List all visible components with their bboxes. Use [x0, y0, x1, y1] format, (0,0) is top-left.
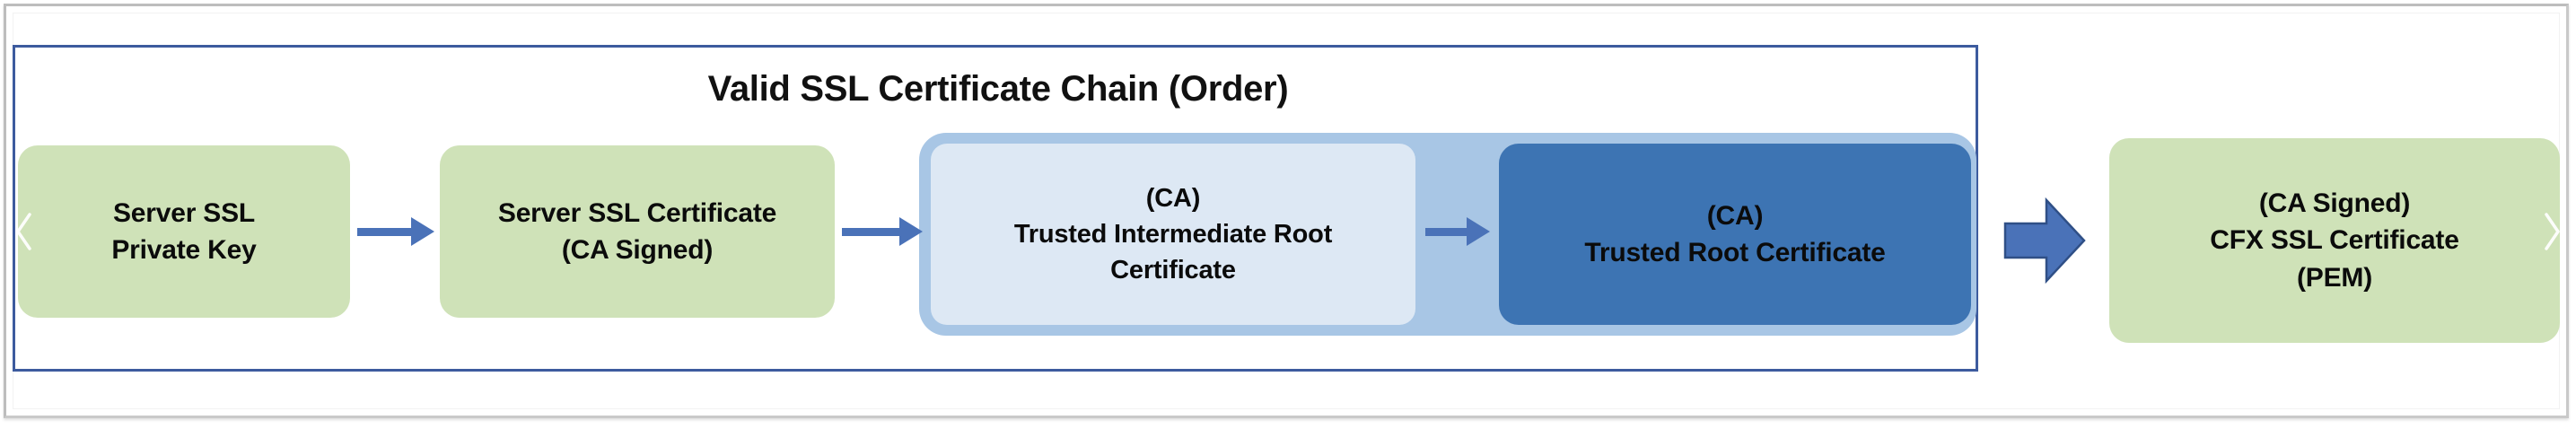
connector-arrow-1-shaft	[357, 228, 413, 236]
node-label-line: (CA)	[1706, 200, 1764, 231]
node-trusted-intermediate-root-certificate[interactable]: (CA) Trusted Intermediate Root Certifica…	[931, 144, 1415, 325]
node-server-ssl-private-key[interactable]: Server SSL Private Key	[18, 145, 350, 318]
node-label-line: Certificate	[1110, 256, 1236, 285]
node-trusted-root-certificate[interactable]: (CA) Trusted Root Certificate	[1499, 144, 1971, 325]
node-label-line: (CA)	[1145, 183, 1201, 213]
connector-arrow-1-head	[411, 217, 434, 246]
connector-block-arrow-4	[2003, 197, 2086, 285]
chevron-right-icon[interactable]	[2540, 211, 2563, 252]
connector-arrow-3-shaft	[1425, 228, 1468, 236]
node-label-line: Trusted Intermediate Root	[1013, 219, 1333, 249]
node-label-line: (PEM)	[2297, 262, 2372, 293]
diagram-title: Valid SSL Certificate Chain (Order)	[707, 69, 1289, 109]
node-label-line: Server SSL Certificate	[497, 197, 777, 228]
node-server-ssl-certificate[interactable]: Server SSL Certificate (CA Signed)	[440, 145, 835, 318]
connector-arrow-2-shaft	[842, 228, 901, 236]
node-label-line: CFX SSL Certificate	[2210, 225, 2459, 256]
node-label-line: Trusted Root Certificate	[1584, 238, 1886, 267]
block-arrow-icon	[2003, 197, 2086, 285]
node-cfx-ssl-certificate[interactable]: (CA Signed) CFX SSL Certificate (PEM)	[2109, 138, 2560, 343]
connector-arrow-3-head	[1467, 217, 1490, 246]
node-label-line: Private Key	[111, 235, 257, 265]
connector-arrow-2-head	[899, 217, 923, 246]
node-label-line: Server SSL	[112, 197, 256, 228]
certificate-chain-group-box: Valid SSL Certificate Chain (Order)	[13, 45, 1978, 372]
node-label-line: (CA Signed)	[2258, 188, 2411, 218]
node-label-line: (CA Signed)	[561, 235, 714, 265]
chevron-left-icon[interactable]	[13, 211, 36, 252]
